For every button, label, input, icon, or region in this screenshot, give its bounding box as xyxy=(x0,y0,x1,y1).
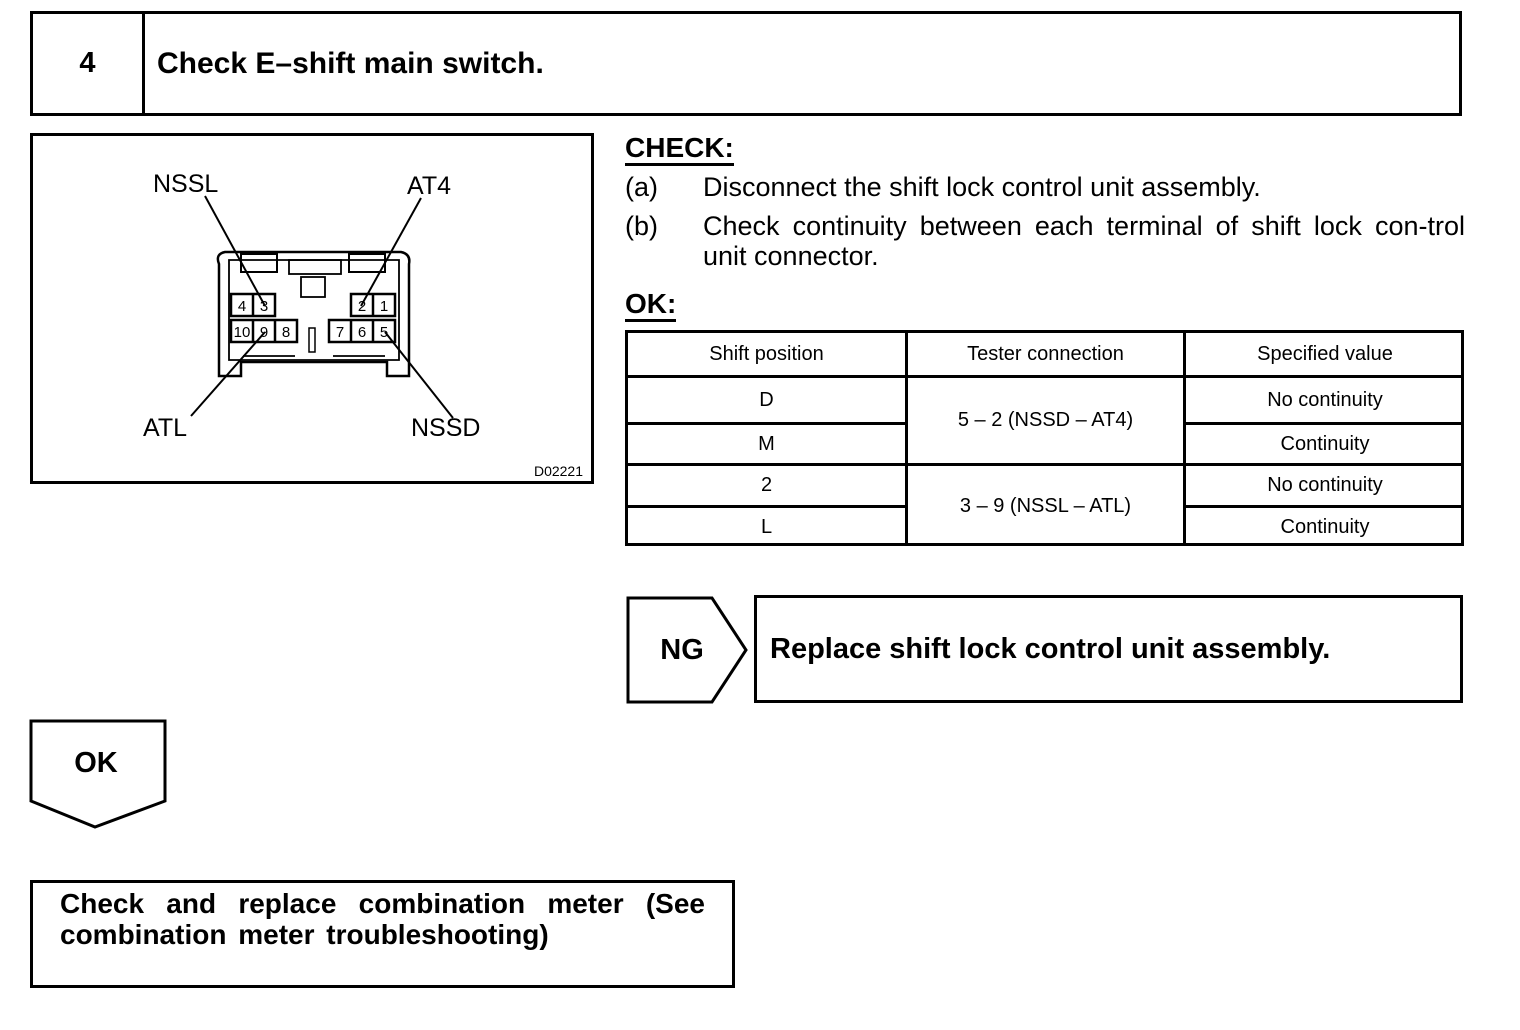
connector-diagram: 4 3 2 1 10 9 8 7 6 5 NSSL AT4 ATL NSSD D… xyxy=(143,170,583,479)
pin-9-label: 9 xyxy=(260,324,268,341)
step-b-letter: (b) xyxy=(625,211,658,241)
ng-arrow-shape xyxy=(626,596,748,704)
ok-heading: OK: xyxy=(625,289,677,322)
step-b-text: Check continuity between each terminal o… xyxy=(703,211,1465,271)
step-a-letter: (a) xyxy=(625,172,658,202)
step-a-text: Disconnect the shift lock control unit a… xyxy=(703,172,1261,202)
table-cell-value: No continuity xyxy=(1267,474,1383,496)
table-cell-position: M xyxy=(758,432,775,455)
pin-6-label: 6 xyxy=(358,324,366,341)
atl-label: ATL xyxy=(143,414,187,442)
connector-figure: 4 3 2 1 10 9 8 7 6 5 NSSL AT4 ATL NSSD D… xyxy=(30,133,594,484)
check-heading: CHECK: xyxy=(625,133,734,166)
table-header-specified-value: Specified value xyxy=(1257,342,1393,365)
pin-2-label: 2 xyxy=(358,298,366,315)
step-header: 4 Check E–shift main switch. xyxy=(30,11,1462,116)
table-cell-connection: 5 – 2 (NSSD – AT4) xyxy=(957,409,1134,431)
nssd-label: NSSD xyxy=(411,414,480,442)
table-col-divider xyxy=(1183,333,1186,543)
ok-label: OK xyxy=(74,746,118,779)
ng-action-box: Replace shift lock control unit assembly… xyxy=(754,595,1463,703)
table-group-divider xyxy=(628,463,1461,466)
pin-10-label: 10 xyxy=(234,324,251,341)
pin-1-label: 1 xyxy=(380,298,388,315)
table-cell-connection: 3 – 9 (NSSL – ATL) xyxy=(959,494,1132,517)
table-cell-position: D xyxy=(759,388,774,411)
pin-7-label: 7 xyxy=(336,324,344,341)
final-action-box: Check and replace combination meter (See… xyxy=(30,880,735,988)
pin-3-label: 3 xyxy=(260,298,268,315)
table-header-shift-position: Shift position xyxy=(709,342,824,365)
at4-label: AT4 xyxy=(407,172,451,200)
ok-arrow-shape xyxy=(29,719,167,829)
spec-table: Shift position Tester connection Specifi… xyxy=(625,330,1464,546)
table-row-divider xyxy=(628,422,905,425)
table-row-divider xyxy=(628,505,905,508)
pin-8-label: 8 xyxy=(282,324,290,341)
table-cell-value: No continuity xyxy=(1267,388,1383,411)
step-number: 4 xyxy=(33,14,145,113)
table-row-divider xyxy=(1186,505,1464,508)
table-cell-position: 2 xyxy=(760,474,773,496)
figure-code: D02221 xyxy=(534,463,583,479)
step-title: Check E–shift main switch. xyxy=(157,46,544,80)
pin-5-label: 5 xyxy=(380,324,388,341)
table-row-divider xyxy=(1186,422,1464,425)
table-header-tester-connection: Tester connection xyxy=(967,342,1124,365)
table-cell-value: Continuity xyxy=(1280,432,1370,455)
table-col-divider xyxy=(905,333,908,543)
nssl-label: NSSL xyxy=(153,170,218,198)
table-cell-value: Continuity xyxy=(1280,515,1370,538)
table-cell-position: L xyxy=(760,515,773,538)
table-header-divider xyxy=(628,375,1461,378)
pin-4-label: 4 xyxy=(238,298,246,315)
ng-label: NG xyxy=(660,633,704,666)
